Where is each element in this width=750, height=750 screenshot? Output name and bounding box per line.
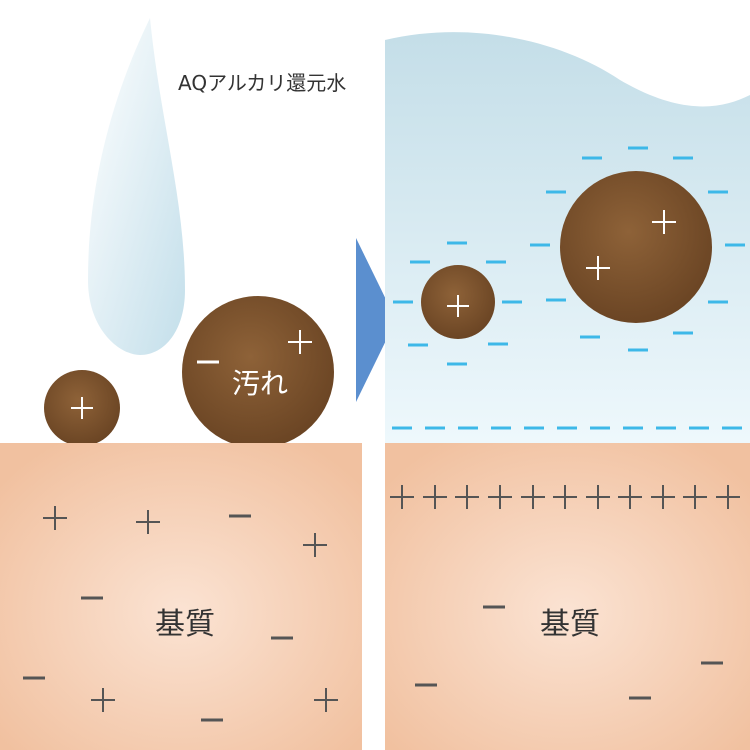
water-drop: [88, 18, 185, 355]
substrate-left: [0, 443, 362, 750]
dirt-particle-large-detached: [560, 171, 712, 323]
dirt-particle-large: [182, 296, 334, 448]
substrate-right: [385, 443, 750, 750]
dirt-label: 汚れ: [232, 367, 288, 400]
title-label: AQアルカリ還元水: [178, 71, 346, 95]
arrow-icon: [356, 238, 396, 402]
substrate-right-label: 基質: [540, 607, 600, 642]
substrate-left-label: 基質: [155, 607, 215, 642]
